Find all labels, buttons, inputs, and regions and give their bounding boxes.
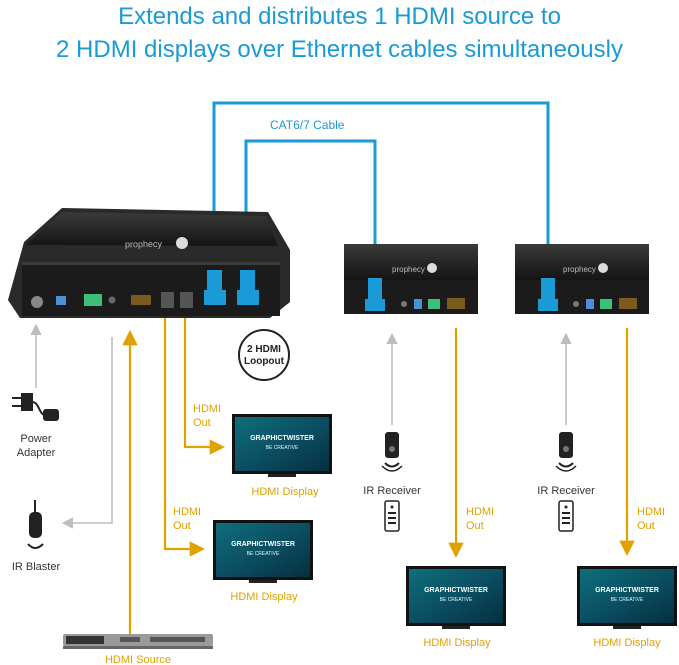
power-adapter-icon <box>12 393 59 421</box>
hdmi-out-b-label-1: HDMI <box>173 506 201 518</box>
ir-receiver-2-icon <box>555 432 577 472</box>
headline-line-1: Extends and distributes 1 HDMI source to <box>118 3 561 30</box>
svg-text:GRAPHICTWISTER: GRAPHICTWISTER <box>250 435 314 442</box>
loopout-line-1: 2 HDMI <box>247 344 281 355</box>
transmitter-brand: prophecy <box>125 239 163 250</box>
svg-text:BE CREATIVE: BE CREATIVE <box>611 597 644 603</box>
cat6-cables <box>212 101 550 282</box>
svg-text:GRAPHICTWISTER: GRAPHICTWISTER <box>424 587 488 594</box>
hdmi-out-b-label-2: Out <box>173 520 191 532</box>
power-adapter-label-2: Adapter <box>17 447 56 459</box>
hdmi-out-b-line <box>163 312 206 557</box>
hdmi-loop-port-2-icon <box>180 292 193 308</box>
hdmi-out-d-label-2: Out <box>637 520 655 532</box>
rj45-port-2-icon <box>237 290 259 305</box>
rj45-plug-2-icon <box>240 270 255 292</box>
svg-text:BE CREATIVE: BE CREATIVE <box>440 597 473 603</box>
hdmi-display-d: GRAPHICTWISTER BE CREATIVE <box>577 566 677 629</box>
cable-label: CAT6/7 Cable <box>270 118 345 132</box>
rj45-plug-1-icon <box>207 270 222 292</box>
hdmi-out-a-line <box>183 312 226 455</box>
hdmi-in-port-icon <box>131 295 151 305</box>
hdmi-out-d-label-1: HDMI <box>637 506 665 518</box>
receiver-2-hdmi-port-icon <box>619 298 637 309</box>
hdmi-out-c-label-2: Out <box>466 520 484 532</box>
cat6-cable-inner <box>244 139 377 282</box>
hdmi-display-b-label: HDMI Display <box>230 591 298 603</box>
loopout-line-2: Loopout <box>244 356 285 367</box>
dip-switch-icon <box>56 296 66 305</box>
ir-blaster-line <box>61 337 113 529</box>
power-port-icon <box>31 296 43 308</box>
svg-text:BE CREATIVE: BE CREATIVE <box>266 445 299 451</box>
ir-blaster-label: IR Blaster <box>12 561 61 573</box>
headline-line-2: 2 HDMI displays over Ethernet cables sim… <box>56 36 623 63</box>
ir-receiver-1-label: IR Receiver <box>363 485 421 497</box>
cat6-cable-outer <box>212 101 550 280</box>
hdmi-lines <box>122 312 635 636</box>
hdmi-out-a-label-2: Out <box>193 417 211 429</box>
svg-text:GRAPHICTWISTER: GRAPHICTWISTER <box>231 541 295 548</box>
hdmi-loop-port-1-icon <box>161 292 174 308</box>
power-adapter-label-1: Power <box>20 433 52 445</box>
remote-control-1-icon <box>384 500 400 532</box>
hdmi-display-c-label: HDMI Display <box>423 637 491 649</box>
loopout-badge: 2 HDMI Loopout <box>238 329 290 381</box>
receiver-2-rj45-port-icon <box>538 299 558 311</box>
hdmi-source-label: HDMI Source <box>105 654 171 665</box>
rj45-port-1-icon <box>204 290 226 305</box>
svg-text:BE CREATIVE: BE CREATIVE <box>247 551 280 557</box>
ir-receiver-2-label: IR Receiver <box>537 485 595 497</box>
svg-text:GRAPHICTWISTER: GRAPHICTWISTER <box>595 587 659 594</box>
hdmi-display-a-label: HDMI Display <box>251 486 319 498</box>
hdmi-display-d-label: HDMI Display <box>593 637 661 649</box>
receiver-1-hdmi-port-icon <box>447 298 465 309</box>
hdmi-source-device <box>63 634 213 649</box>
brand-logo-icon <box>176 237 188 249</box>
receiver-1-brand: prophecy <box>392 265 425 274</box>
terminal-block-icon <box>84 294 102 306</box>
receiver-2-brand: prophecy <box>563 265 596 274</box>
hdmi-out-a-label-1: HDMI <box>193 403 221 415</box>
hdmi-out-c-label-1: HDMI <box>466 506 494 518</box>
hdmi-display-a: GRAPHICTWISTER BE CREATIVE <box>232 414 332 477</box>
hdmi-display-c: GRAPHICTWISTER BE CREATIVE <box>406 566 506 629</box>
receiver-2-logo-icon <box>598 263 608 273</box>
ir-blaster-icon <box>27 500 44 549</box>
transmitter-device: prophecy <box>8 208 290 318</box>
receiver-1-device: prophecy <box>344 244 478 314</box>
hdmi-display-b: GRAPHICTWISTER BE CREATIVE <box>213 520 313 583</box>
receiver-2-device: prophecy <box>515 244 649 314</box>
receiver-1-logo-icon <box>427 263 437 273</box>
remote-control-2-icon <box>558 500 574 532</box>
receiver-1-rj45-port-icon <box>365 299 385 311</box>
ir-receiver-1-icon <box>381 432 403 472</box>
control-lines <box>30 323 572 529</box>
